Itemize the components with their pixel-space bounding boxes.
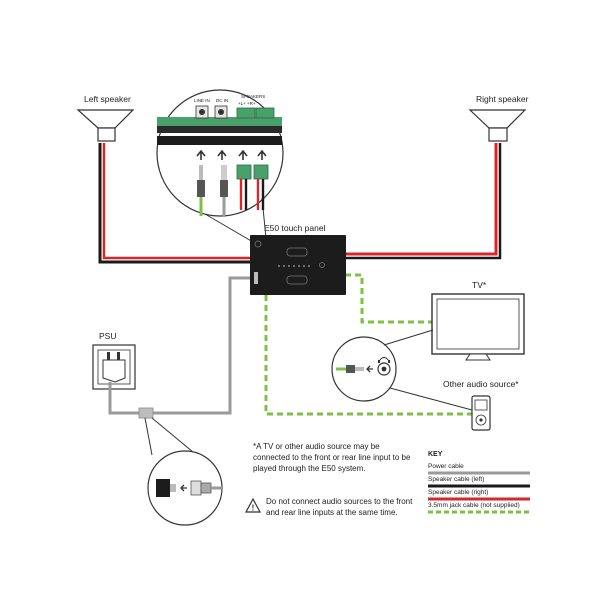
power-cable (108, 276, 254, 415)
psu-icon (92, 344, 136, 393)
right-speaker-icon (468, 109, 527, 142)
left-speaker-cable (98, 143, 252, 264)
left-speaker-icon (76, 109, 135, 142)
warning-icon: ! (244, 497, 262, 513)
left-speaker-label: Left speaker (84, 94, 131, 104)
jack-cable-tv (345, 273, 433, 324)
key-swatches (428, 471, 530, 514)
key-item-speaker-left: Speaker cable (left) (428, 476, 485, 483)
tv-icon (431, 293, 525, 361)
warning-note: Do not connect audio sources to the fron… (266, 497, 413, 517)
tv-label: TV* (472, 280, 487, 290)
warning-mark: ! (252, 504, 255, 513)
power-cable-ferrite (138, 407, 154, 419)
audio-player-icon (471, 395, 491, 431)
line-in-label: LINE IN (194, 98, 210, 103)
dc-plug-detail (144, 417, 223, 526)
dc-in-label: DC IN (216, 98, 228, 103)
e50-touch-panel (250, 235, 346, 295)
speaker-terminals-label: +L+ +R+ (238, 101, 256, 106)
panel-label: E50 touch panel (264, 223, 326, 233)
speakers-label: SPEAKERS (241, 94, 265, 99)
key-item-speaker-right: Speaker cable (right) (428, 489, 489, 496)
psu-label: PSU (99, 331, 117, 341)
key-item-jack: 3.5mm jack cable (not supplied) (428, 502, 520, 509)
right-speaker-label: Right speaker (476, 94, 529, 104)
jack-detail (331, 329, 473, 411)
footnote: *A TV or other audio source may be conne… (253, 442, 411, 473)
key-title: KEY (428, 451, 443, 458)
other-audio-label: Other audio source* (443, 379, 519, 389)
rear-panel-detail: LINE IN DC IN SPEAKERS +L+ +R+ (156, 89, 284, 243)
right-speaker-cable (345, 143, 502, 260)
key-item-power: Power cable (428, 463, 464, 470)
